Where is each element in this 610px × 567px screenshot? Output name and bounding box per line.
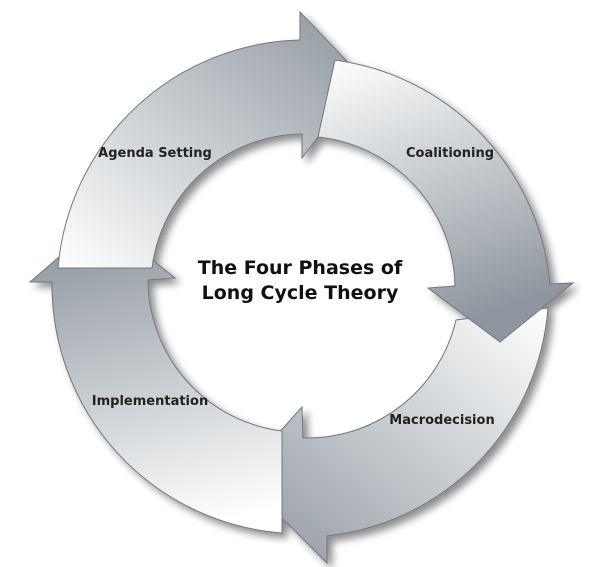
phase-label-macrodecision: Macrodecision — [389, 413, 494, 428]
center-title-line-1: The Four Phases of — [198, 257, 403, 279]
phase-label-implementation: Implementation — [92, 394, 208, 409]
center-title-line-2: Long Cycle Theory — [202, 282, 399, 304]
implementation-arrow — [28, 219, 283, 534]
phase-label-coalitioning: Coalitioning — [406, 146, 494, 161]
macrodecision-arrow — [239, 307, 549, 565]
coalitioning-arrow — [317, 59, 575, 343]
phase-label-agenda-setting: Agenda Setting — [98, 146, 212, 161]
agenda-setting-arrow — [57, 10, 364, 269]
